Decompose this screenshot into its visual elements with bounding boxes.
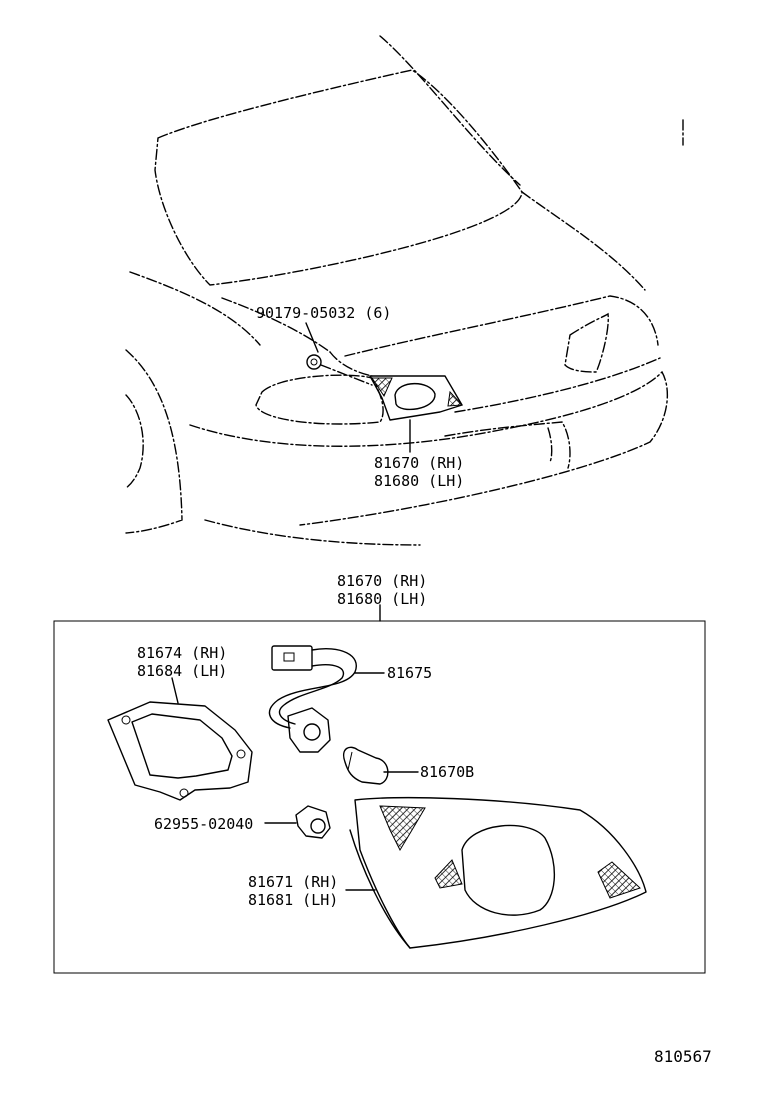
bolt-leader bbox=[305, 322, 319, 353]
assembly-lh-part-number: 81680 (LH) bbox=[337, 590, 427, 608]
gasket-lh-part-number: 81684 (LH) bbox=[137, 662, 227, 680]
clip-icon bbox=[295, 805, 331, 839]
lamp-top-lh-part-number: 81680 (LH) bbox=[374, 472, 464, 490]
bolt-on-car-icon bbox=[306, 354, 322, 370]
assembly-rh-part-number: 81670 (RH) bbox=[337, 572, 427, 590]
gasket-rh-part-number: 81674 (RH) bbox=[137, 644, 227, 662]
lens-rh-part-number: 81671 (RH) bbox=[248, 873, 338, 891]
bolt-part-number: 90179-05032 (6) bbox=[256, 304, 391, 322]
bulb-part-number: 81670B bbox=[420, 763, 474, 781]
gasket-leader bbox=[171, 677, 179, 704]
socket-part-number: 81675 bbox=[387, 664, 432, 682]
car-rear-outline bbox=[125, 35, 684, 546]
lamp-top-rh-part-number: 81670 (RH) bbox=[374, 454, 464, 472]
bulb-icon bbox=[343, 746, 389, 785]
inner-lamp-on-car-icon bbox=[369, 375, 464, 421]
clip-part-number: 62955-02040 bbox=[154, 815, 253, 833]
gasket-icon bbox=[107, 701, 253, 801]
socket-wire-icon bbox=[268, 645, 357, 753]
bolt-leader-dash bbox=[320, 364, 373, 386]
illustration-reference-number: 810567 bbox=[654, 1047, 712, 1066]
lens-lh-part-number: 81681 (LH) bbox=[248, 891, 338, 909]
lens-icon bbox=[349, 796, 647, 949]
